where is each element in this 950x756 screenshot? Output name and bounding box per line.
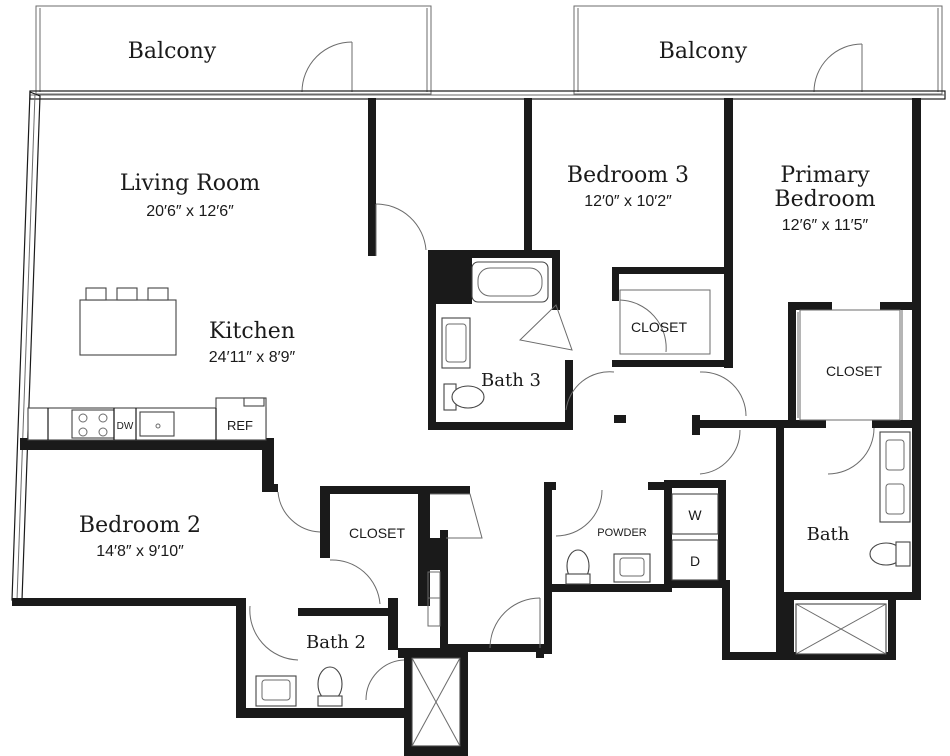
label-bedroom3: Bedroom 3 — [567, 163, 689, 188]
label-bath3: Bath 3 — [481, 370, 541, 391]
label-closet-primary: CLOSET — [826, 363, 882, 379]
window-wall-left — [11, 91, 41, 601]
balcony-door-right — [813, 43, 863, 93]
label-bath: Bath — [807, 524, 850, 545]
label-closet-bedroom3: CLOSET — [631, 319, 687, 335]
label-closet-bedroom2: CLOSET — [349, 525, 405, 541]
label-living-room: Living Room — [120, 171, 260, 196]
dims-bedroom2: 14′8″ x 9′10″ — [96, 543, 184, 560]
kitchen-counter — [27, 397, 267, 441]
label-dishwasher: DW — [117, 421, 134, 432]
label-powder: POWDER — [597, 527, 647, 539]
bath3-fixtures — [441, 261, 549, 411]
window-wall-top — [29, 90, 946, 100]
walls — [12, 98, 921, 756]
label-refrigerator: REF — [227, 418, 253, 433]
dims-primary-bedroom: 12′6″ x 11′5″ — [782, 217, 869, 234]
cooktop — [71, 409, 115, 439]
dims-living-room: 20′6″ x 12′6″ — [146, 203, 234, 220]
interior-doors — [249, 203, 875, 701]
label-balcony-right: Balcony — [659, 39, 748, 64]
balcony-left-outline — [35, 5, 432, 95]
bath2-fixtures — [255, 657, 461, 747]
label-primary-bedroom-line1: Primary — [780, 163, 870, 188]
dims-kitchen: 24′11″ x 8′9″ — [209, 349, 296, 366]
balcony-door-left — [301, 41, 353, 93]
dims-bedroom3: 12′0″ x 10′2″ — [584, 193, 672, 210]
closet-shelves — [427, 289, 903, 627]
label-dryer: D — [690, 553, 700, 569]
label-primary-bedroom-line2: Bedroom — [774, 187, 875, 212]
label-washer: W — [688, 507, 702, 523]
balcony-right-outline — [573, 5, 943, 95]
label-bath2: Bath 2 — [306, 632, 366, 653]
laundry-units — [671, 493, 719, 581]
label-balcony-left: Balcony — [128, 39, 217, 64]
primary-bath-fixtures — [795, 431, 911, 655]
powder-fixtures — [565, 549, 651, 585]
kitchen-island — [79, 287, 177, 356]
label-kitchen: Kitchen — [209, 319, 295, 344]
label-bedroom2: Bedroom 2 — [79, 513, 201, 538]
